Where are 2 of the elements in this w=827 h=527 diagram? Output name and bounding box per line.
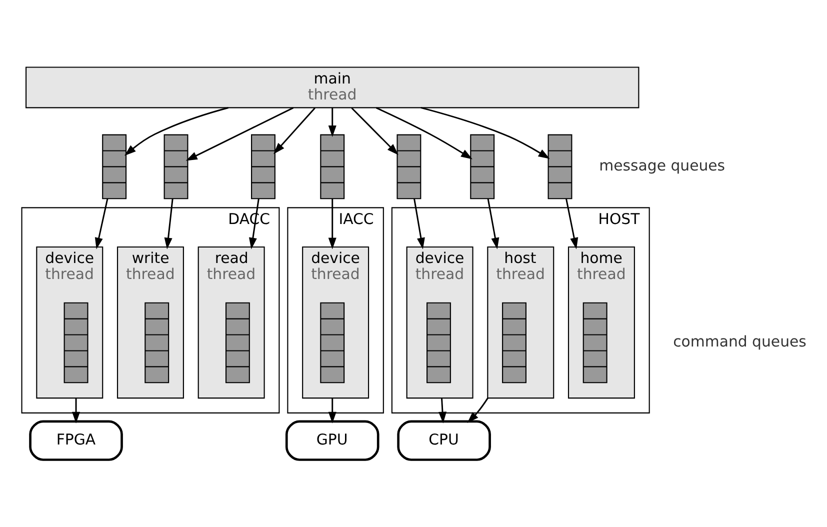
- label: command queues: [672, 332, 806, 351]
- label: message queues: [598, 156, 725, 175]
